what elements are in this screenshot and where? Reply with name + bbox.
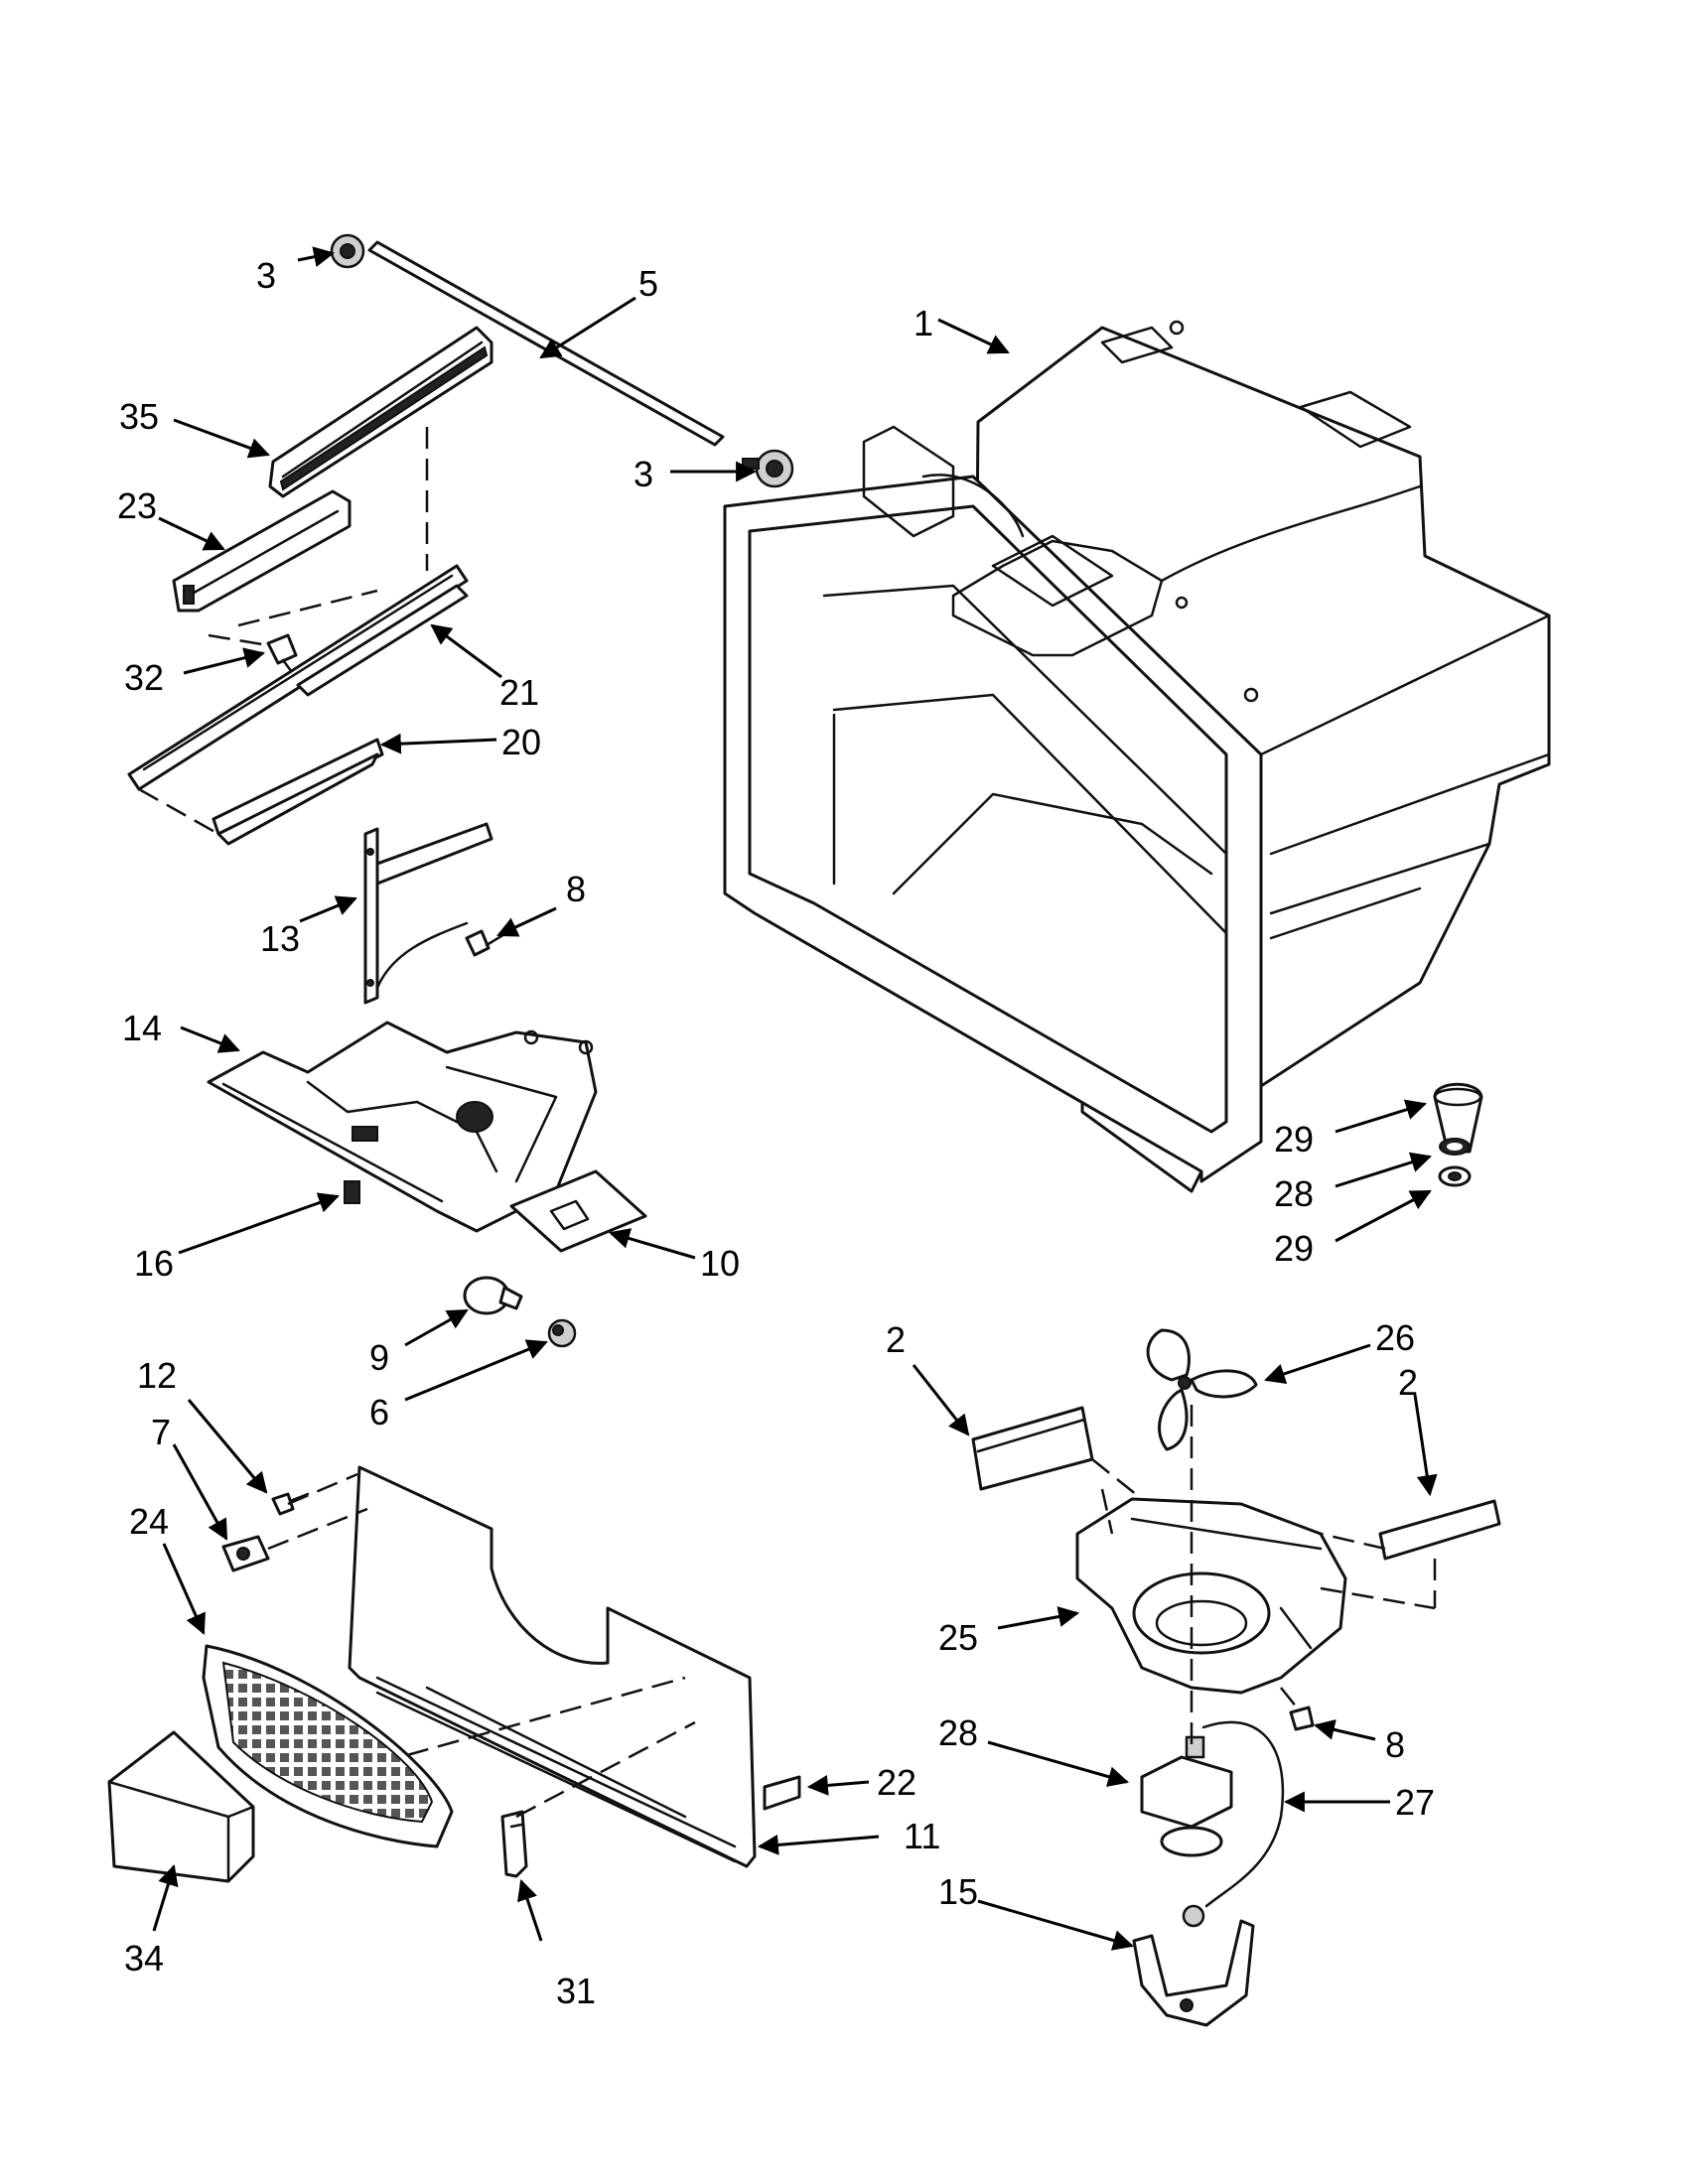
callout-3-right: 3 [633, 454, 653, 494]
callout-21: 23 [117, 485, 157, 526]
foam-pad-right [1378, 1499, 1501, 1561]
light-housing [207, 1021, 598, 1233]
callout-34: 34 [124, 1938, 164, 1979]
callout-labels: 3 5 1 3 35 23 32 21 20 8 13 14 16 10 9 6… [117, 255, 1435, 2011]
callout-8-right: 8 [1385, 1724, 1405, 1765]
light-socket [547, 1318, 577, 1348]
callout-2-left: 2 [886, 1319, 906, 1360]
fan-blade [1146, 1328, 1258, 1451]
cap [1438, 1165, 1472, 1187]
callout-3-top: 3 [256, 255, 276, 296]
air-grille [202, 1644, 454, 1848]
callout-5: 5 [638, 263, 658, 304]
freezer-liner [723, 320, 1551, 1193]
callout-12: 12 [137, 1355, 177, 1396]
callout-25: 27 [1395, 1782, 1435, 1823]
callout-2-right: 2 [1398, 1362, 1418, 1403]
thermistor [500, 1810, 528, 1878]
callout-26: 28 [938, 1712, 978, 1753]
callout-23: 25 [938, 1617, 978, 1658]
leader-lines [152, 246, 1438, 1951]
callout-24: 26 [1375, 1317, 1415, 1358]
screw-8-right [1289, 1706, 1315, 1731]
shaft [367, 240, 725, 447]
motor-bracket [1132, 1919, 1255, 2027]
assembly-lines [138, 427, 1437, 1819]
fan-shroud [1075, 1497, 1347, 1695]
callout-29: 29 [1274, 1228, 1314, 1269]
callout-16: 16 [134, 1243, 174, 1284]
foam-pad-left [971, 1406, 1094, 1491]
callout-19: 21 [499, 672, 539, 713]
damper [1433, 1082, 1483, 1154]
fan-motor [1140, 1735, 1233, 1857]
callout-11: 11 [904, 1816, 940, 1856]
callout-6: 6 [369, 1392, 389, 1433]
callout-13: 13 [260, 918, 300, 959]
callout-9: 9 [369, 1337, 389, 1378]
light-bulb [463, 1276, 523, 1315]
foam-strip [763, 1775, 801, 1811]
light-label [509, 1169, 647, 1253]
seal [1439, 1138, 1471, 1156]
screw-12 [271, 1492, 310, 1516]
pinion-gear-right [742, 449, 794, 488]
callout-15: 15 [938, 1871, 978, 1912]
callout-28: 28 [1274, 1173, 1314, 1214]
callout-31: 31 [556, 1971, 596, 2011]
callout-32: 32 [124, 657, 164, 698]
callout-22: 24 [129, 1501, 169, 1542]
air-duct-panel [348, 1465, 757, 1868]
slide-bracket [172, 489, 352, 613]
slide [211, 738, 384, 846]
slide-rail [127, 564, 469, 791]
callout-35: 35 [119, 396, 159, 437]
light-housing-bracket [363, 822, 493, 1005]
callout-18: 20 [501, 722, 541, 762]
grille-cover [107, 1730, 255, 1883]
callout-7: 7 [151, 1412, 171, 1452]
wire-harness [1182, 1720, 1285, 1928]
rack [268, 326, 493, 498]
callout-10: 10 [700, 1243, 740, 1284]
callout-1: 1 [914, 303, 933, 343]
screw-8-left [465, 929, 508, 957]
callout-27: 29 [1274, 1119, 1314, 1160]
callout-8-left: 8 [566, 869, 586, 909]
callout-20: 22 [877, 1762, 916, 1803]
retainer [221, 1535, 270, 1572]
pinion-gear-top [330, 233, 365, 269]
callout-14: 14 [122, 1008, 162, 1048]
light-switch [344, 1180, 360, 1204]
